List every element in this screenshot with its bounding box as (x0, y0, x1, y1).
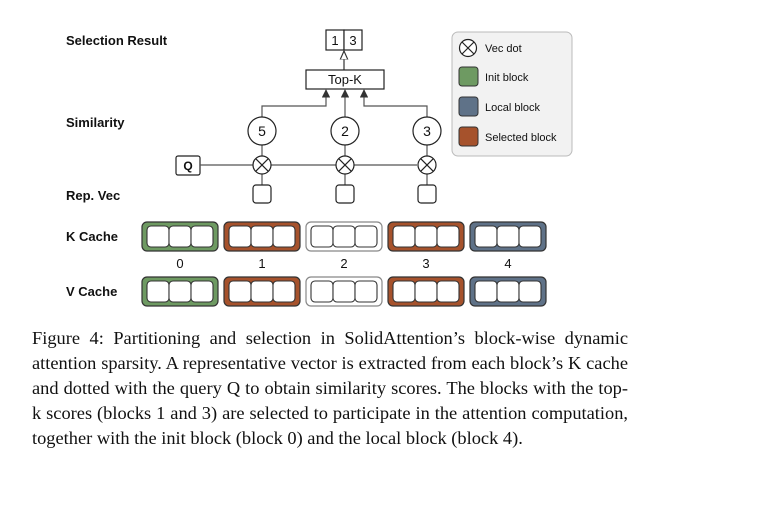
figure-caption: Figure 4: Partitioning and selection in … (32, 326, 628, 451)
v-cache-block-2 (305, 276, 383, 307)
block-cell (190, 225, 214, 248)
block-cell (392, 280, 416, 303)
v-cache-block-4 (469, 276, 547, 307)
legend-label-local: Local block (485, 102, 541, 114)
legend-label-selected: Selected block (485, 132, 557, 144)
k-cache-block-4 (469, 221, 547, 252)
block-cell (354, 225, 378, 248)
topk-box (305, 69, 385, 90)
representative-vectors (252, 184, 437, 204)
vec-dot-icon (335, 155, 355, 175)
legend: Vec dot Init block Local block Selected … (451, 31, 573, 157)
v-cache-block-0 (141, 276, 219, 307)
block-cell (414, 225, 438, 248)
legend-swatch-selected (458, 126, 479, 147)
k-cache-block-1 (223, 221, 301, 252)
legend-swatch-init (458, 66, 479, 87)
legend-panel (451, 31, 573, 157)
label-rep-vec: Rep. Vec (66, 188, 120, 203)
k-cache-block-0 (141, 221, 219, 252)
similarity-score-circle (330, 116, 360, 146)
query-label: Q (183, 159, 192, 173)
v-cache-blocks (141, 276, 547, 307)
vec-dot-icon (252, 155, 272, 175)
block-cell (496, 280, 520, 303)
block-index-label: 3 (422, 256, 429, 271)
block-cell (414, 280, 438, 303)
wire-score-0 (261, 89, 331, 118)
result-box (343, 29, 363, 51)
v-cache-block-1 (223, 276, 301, 307)
block-cell (310, 225, 334, 248)
figure-caption-text: Partitioning and selection in SolidAtten… (32, 328, 628, 448)
block-cell (228, 225, 252, 248)
block-cell (168, 225, 192, 248)
block-index-label: 2 (340, 256, 347, 271)
block-cell (392, 225, 416, 248)
label-k-cache: K Cache (66, 229, 118, 244)
block-cell (250, 225, 274, 248)
block-cell (474, 280, 498, 303)
k-cache-blocks (141, 221, 547, 252)
vec-dot-icon (458, 38, 478, 58)
block-cell (190, 280, 214, 303)
topk-label: Top-K (328, 72, 362, 87)
selection-result-boxes: 1 3 (325, 29, 363, 51)
block-cell (310, 280, 334, 303)
block-cell (228, 280, 252, 303)
block-cell (518, 225, 542, 248)
block-cell (146, 225, 170, 248)
block-cell (436, 225, 460, 248)
rep-vec-box (417, 184, 437, 204)
label-selection-result: Selection Result (66, 33, 168, 48)
result-value: 3 (349, 33, 356, 48)
similarity-score-circle (247, 116, 277, 146)
wire-score-2 (359, 89, 428, 118)
block-index-labels: 0 1 2 3 4 (176, 256, 511, 271)
similarity-score-value: 5 (258, 123, 266, 139)
legend-label-vec-dot: Vec dot (485, 43, 522, 55)
block-cell (168, 280, 192, 303)
figure-caption-label: Figure 4: (32, 328, 104, 348)
block-index-label: 4 (504, 256, 511, 271)
rep-vec-box (335, 184, 355, 204)
block-cell (146, 280, 170, 303)
block-cell (250, 280, 274, 303)
block-cell (332, 225, 356, 248)
dot-product-operators (252, 155, 437, 185)
k-cache-block-3 (387, 221, 465, 252)
block-cell (332, 280, 356, 303)
attention-sparsity-diagram: Selection Result Similarity Rep. Vec K C… (66, 29, 573, 307)
block-index-label: 0 (176, 256, 183, 271)
block-cell (436, 280, 460, 303)
v-cache-block-3 (387, 276, 465, 307)
similarity-score-circle (412, 116, 442, 146)
block-cell (354, 280, 378, 303)
block-cell (474, 225, 498, 248)
rep-vec-box (252, 184, 272, 204)
block-cell (272, 225, 296, 248)
similarity-score-value: 2 (341, 123, 349, 139)
vec-dot-icon (417, 155, 437, 175)
result-value: 1 (331, 33, 338, 48)
similarity-score-value: 3 (423, 123, 431, 139)
label-v-cache: V Cache (66, 284, 117, 299)
label-similarity: Similarity (66, 115, 125, 130)
k-cache-block-2 (305, 221, 383, 252)
legend-label-init: Init block (485, 72, 529, 84)
block-index-label: 1 (258, 256, 265, 271)
block-cell (272, 280, 296, 303)
legend-swatch-local (458, 96, 479, 117)
similarity-scores: 5 2 3 (247, 116, 442, 156)
block-cell (496, 225, 520, 248)
block-cell (518, 280, 542, 303)
